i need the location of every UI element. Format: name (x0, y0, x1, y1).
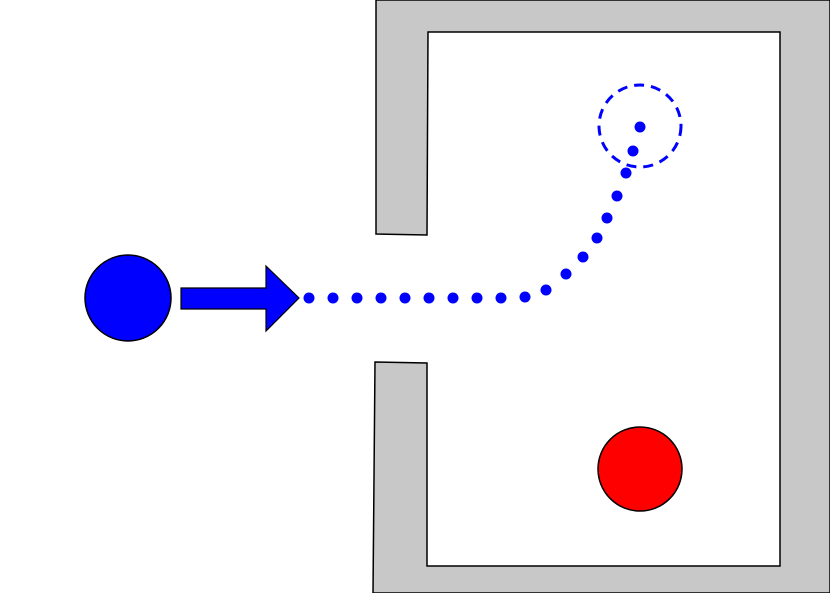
trajectory-dot (495, 292, 507, 304)
trajectory-dot (471, 292, 483, 304)
agent-circle (84, 254, 172, 342)
trajectory-dot (327, 292, 339, 304)
trajectory-dot (447, 292, 459, 304)
trajectory-dot (560, 268, 572, 280)
room-walls (372, 0, 830, 593)
trajectory-dot (375, 292, 387, 304)
trajectory-dot (399, 292, 411, 304)
dotted-trajectory (303, 121, 646, 304)
trajectory-dot (620, 167, 632, 179)
trajectory-dot (303, 292, 315, 304)
trajectory-dot (423, 292, 435, 304)
trajectory-dot (591, 232, 603, 244)
arrow-right-icon (180, 264, 300, 333)
trajectory-dot (577, 251, 589, 263)
goal-circle (597, 426, 683, 512)
trajectory-dot (611, 190, 623, 202)
target-dashed-circle (597, 83, 683, 169)
trajectory-dot (627, 145, 639, 157)
trajectory-dot (519, 291, 531, 303)
trajectory-dot (601, 212, 613, 224)
trajectory-dot (351, 292, 363, 304)
trajectory-dot (540, 284, 552, 296)
trajectory-dot (634, 121, 646, 133)
